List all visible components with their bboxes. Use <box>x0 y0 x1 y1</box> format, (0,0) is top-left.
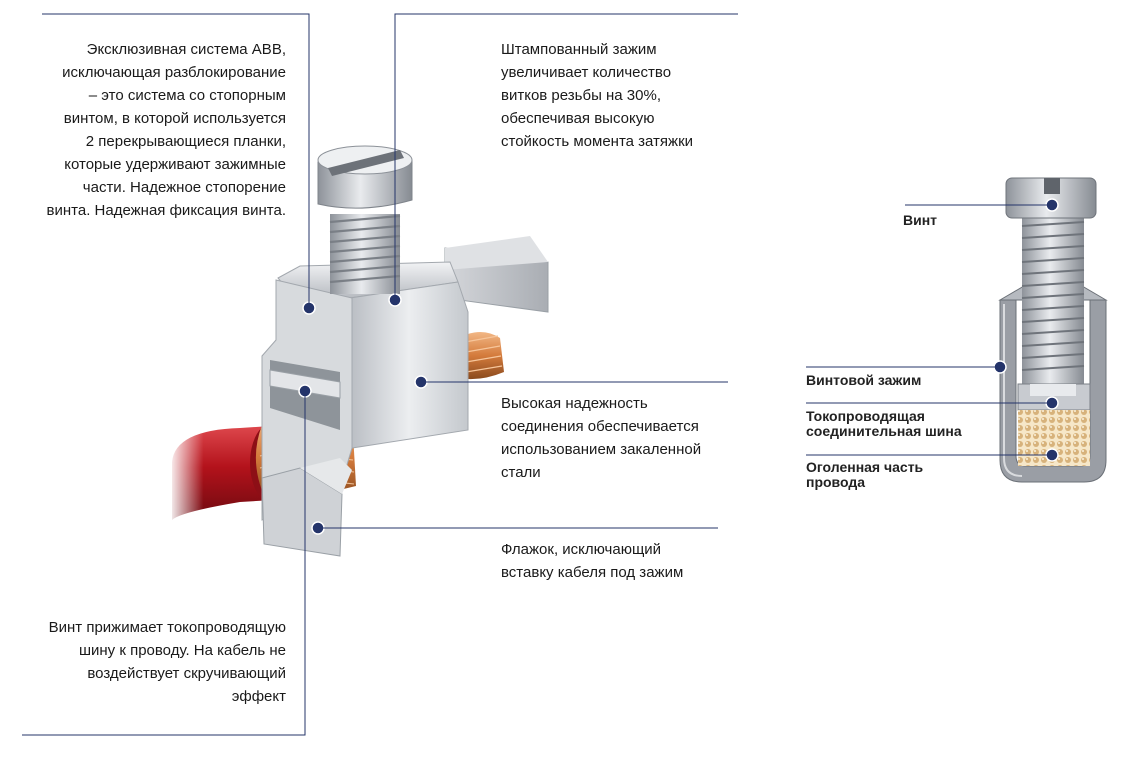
cross-screw-shaft <box>1022 216 1084 384</box>
flag-plate <box>261 467 343 557</box>
label-cross-wire: Оголенная часть провода <box>806 459 924 490</box>
screw-slot <box>328 150 404 176</box>
terminal-front-face <box>349 281 469 449</box>
callout-flag: Флажок, исключающий вставку кабеля под з… <box>501 541 684 581</box>
busbar-inner <box>269 369 341 399</box>
cross-section-illustration <box>993 177 1108 483</box>
callout-abb-system: Эксклюзивная система ABB, исключающая ра… <box>46 41 286 219</box>
leader-lines <box>22 13 738 736</box>
callout-stamped-clamp: Штампованный зажим увеличивает количеств… <box>501 41 694 150</box>
label-cross-clamp: Винтовой зажим <box>806 372 922 388</box>
leader-stamped-clamp <box>394 13 738 300</box>
label-cross-screw: Винт <box>903 212 938 228</box>
leader-abb-system <box>42 13 310 308</box>
cross-leader-lines <box>806 204 1052 456</box>
label-cross-busbar: Токопроводящая соединительная шина <box>806 408 962 439</box>
leader-screw-press <box>22 391 306 736</box>
callout-reliability: Высокая надежность соединения обеспечива… <box>501 395 702 481</box>
callout-screw-press: Винт прижимает токопроводящую шину к про… <box>48 619 286 705</box>
terminal-illustration <box>172 145 549 557</box>
